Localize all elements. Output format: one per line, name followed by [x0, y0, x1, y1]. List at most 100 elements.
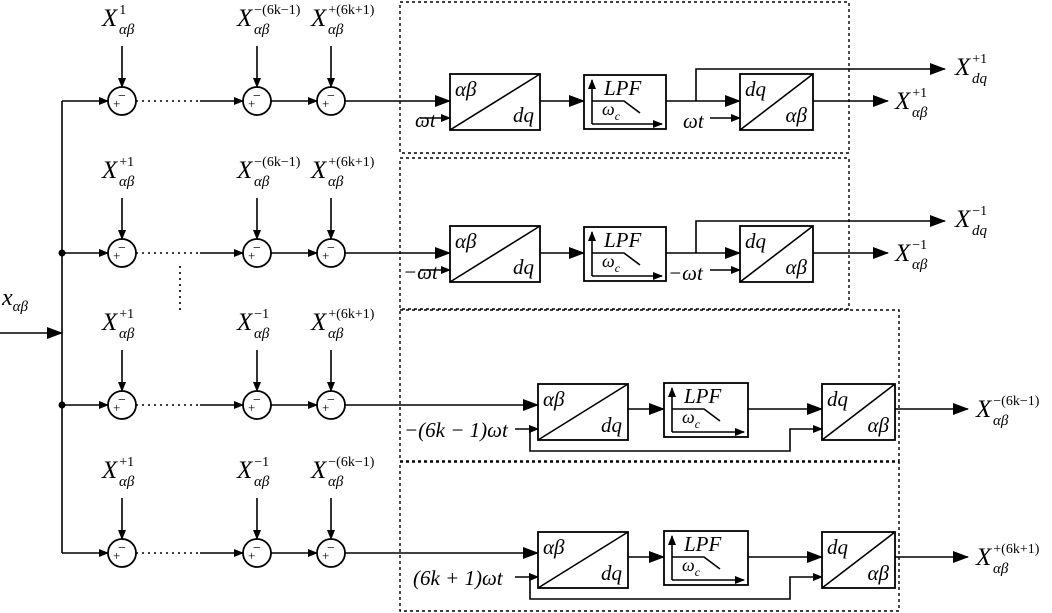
- label-sub: αβ: [328, 22, 344, 38]
- plus-sign: +: [322, 548, 329, 563]
- minus-sign: −: [118, 89, 126, 104]
- summer-2-3: +−: [316, 238, 346, 268]
- label-sup: +(6k+1): [328, 3, 374, 18]
- angle-back-label: −ωt: [668, 261, 704, 285]
- label-sup: −1: [972, 204, 987, 219]
- label-sup: −(6k−1): [254, 3, 300, 18]
- label-sub: αβ: [993, 561, 1009, 577]
- plus-sign: +: [248, 248, 255, 263]
- label-sub: αβ: [912, 105, 928, 121]
- cutoff-omega: ω: [682, 555, 695, 575]
- converter-bottom-label: dq: [513, 103, 535, 127]
- plus-sign: +: [113, 96, 120, 111]
- ref-label-2-2-sub: αβ: [254, 174, 270, 190]
- summer-3-3: +−: [316, 390, 346, 420]
- label-sub: αβ: [119, 474, 135, 490]
- angle-label: −(6k − 1)ωt: [404, 418, 509, 442]
- ref-label-1-1-sub: αβ: [119, 22, 135, 38]
- label-sup: −(6k−1): [328, 455, 374, 470]
- label-sup: +1: [119, 307, 134, 322]
- minus-sign: −: [327, 89, 335, 104]
- ref-label-2-2: X−(6k−1)αβ: [236, 155, 301, 190]
- label-sup: 1: [119, 3, 126, 18]
- label-sub: dq: [972, 223, 988, 239]
- converter-bottom-label: dq: [601, 413, 623, 437]
- converter-top-label: αβ: [455, 77, 477, 101]
- label-base: X: [101, 157, 119, 184]
- label-base: X: [975, 396, 993, 423]
- label-sub: αβ: [119, 174, 135, 190]
- label-sup: −1: [254, 455, 269, 470]
- label-base: X: [894, 240, 912, 267]
- label-sup: +1: [912, 86, 927, 101]
- ref-label-4-1: X+1αβ: [101, 455, 135, 490]
- ref-label-1-2-text: X−(6k−1): [236, 3, 301, 32]
- ab-output-label-sub: αβ: [912, 257, 928, 273]
- ref-label-4-2: X−1αβ: [236, 455, 270, 490]
- converter-diagonal: [821, 531, 896, 589]
- ref-label-1-3: X+(6k+1) αβ: [310, 3, 375, 38]
- ref-label-3-1-text: X+1: [101, 307, 134, 336]
- dq-output-label: X+1dq: [954, 52, 988, 87]
- ref-label-4-1-text: X+1: [101, 455, 134, 484]
- label-sub: αβ: [254, 22, 270, 38]
- angle-feedforward: [529, 573, 823, 600]
- minus-sign: −: [118, 541, 126, 556]
- label-base: X: [975, 544, 993, 571]
- label-sup: +1: [119, 455, 134, 470]
- plus-sign: +: [248, 400, 255, 415]
- label-sub: αβ: [328, 174, 344, 190]
- converter-top-label: αβ: [543, 535, 565, 559]
- summer-4-3: +−: [316, 538, 346, 568]
- summer-3-1: +−: [107, 390, 137, 420]
- label-sup: +1: [119, 155, 134, 170]
- ref-label-3-2: X−1αβ: [236, 307, 270, 342]
- label-sup: +1: [972, 52, 987, 67]
- summer-2-2: +−: [242, 238, 272, 268]
- label-sub: αβ: [254, 474, 270, 490]
- ref-label-4-3: X−(6k−1)αβ: [310, 455, 375, 490]
- ab-output-label: X−1αβ: [894, 238, 928, 273]
- dq-output-label-text: X−1: [954, 204, 987, 233]
- plus-sign: +: [322, 96, 329, 111]
- converter-top-label: dq: [745, 77, 767, 101]
- label-base: X: [310, 457, 328, 484]
- ab-output-label: X−(6k−1)αβ: [975, 394, 1040, 429]
- converter-top-label: dq: [745, 229, 767, 253]
- summer-4-2: +−: [242, 538, 272, 568]
- ref-label-3-3: X+(6k+1)αβ: [310, 307, 375, 342]
- converter-top-label: αβ: [543, 387, 565, 411]
- ab-output-label-text: X+1: [894, 86, 927, 115]
- angle-label: ωt: [415, 108, 437, 132]
- ref-label-2-3-sub: αβ: [328, 174, 344, 190]
- ref-label-3-3-text: X+(6k+1): [310, 307, 375, 336]
- ref-label-4-3-text: X−(6k−1): [310, 455, 375, 484]
- ab-output-label-text: X−(6k−1): [975, 394, 1040, 423]
- label-base: X: [101, 5, 119, 32]
- lpf-label: LPF: [603, 228, 642, 252]
- ref-label-2-1: X+1 αβ: [101, 155, 135, 190]
- summer-1-1: +−: [107, 86, 137, 116]
- dq-output-line: [695, 63, 946, 101]
- group-frame-1: [399, 1, 850, 154]
- converter-diagonal: [449, 73, 541, 131]
- ref-label-2-2-text: X−(6k−1): [236, 155, 301, 184]
- ab-output-label: X+(6k+1)αβ: [975, 542, 1040, 577]
- cutoff-subscript: c: [615, 261, 621, 275]
- ref-label-2-3-text: X+(6k+1): [310, 155, 375, 184]
- lpf-curve: [672, 556, 721, 570]
- group-frame-2: [399, 157, 850, 310]
- label-base: X: [310, 5, 328, 32]
- label-sub: αβ: [254, 174, 270, 190]
- plus-sign: +: [248, 96, 255, 111]
- minus-sign: −: [253, 393, 261, 408]
- label-sub: αβ: [912, 257, 928, 273]
- ab-output-label-sub: αβ: [912, 105, 928, 121]
- lpf-cutoff: ωc: [682, 555, 701, 579]
- lpf-cutoff: ωc: [602, 99, 621, 123]
